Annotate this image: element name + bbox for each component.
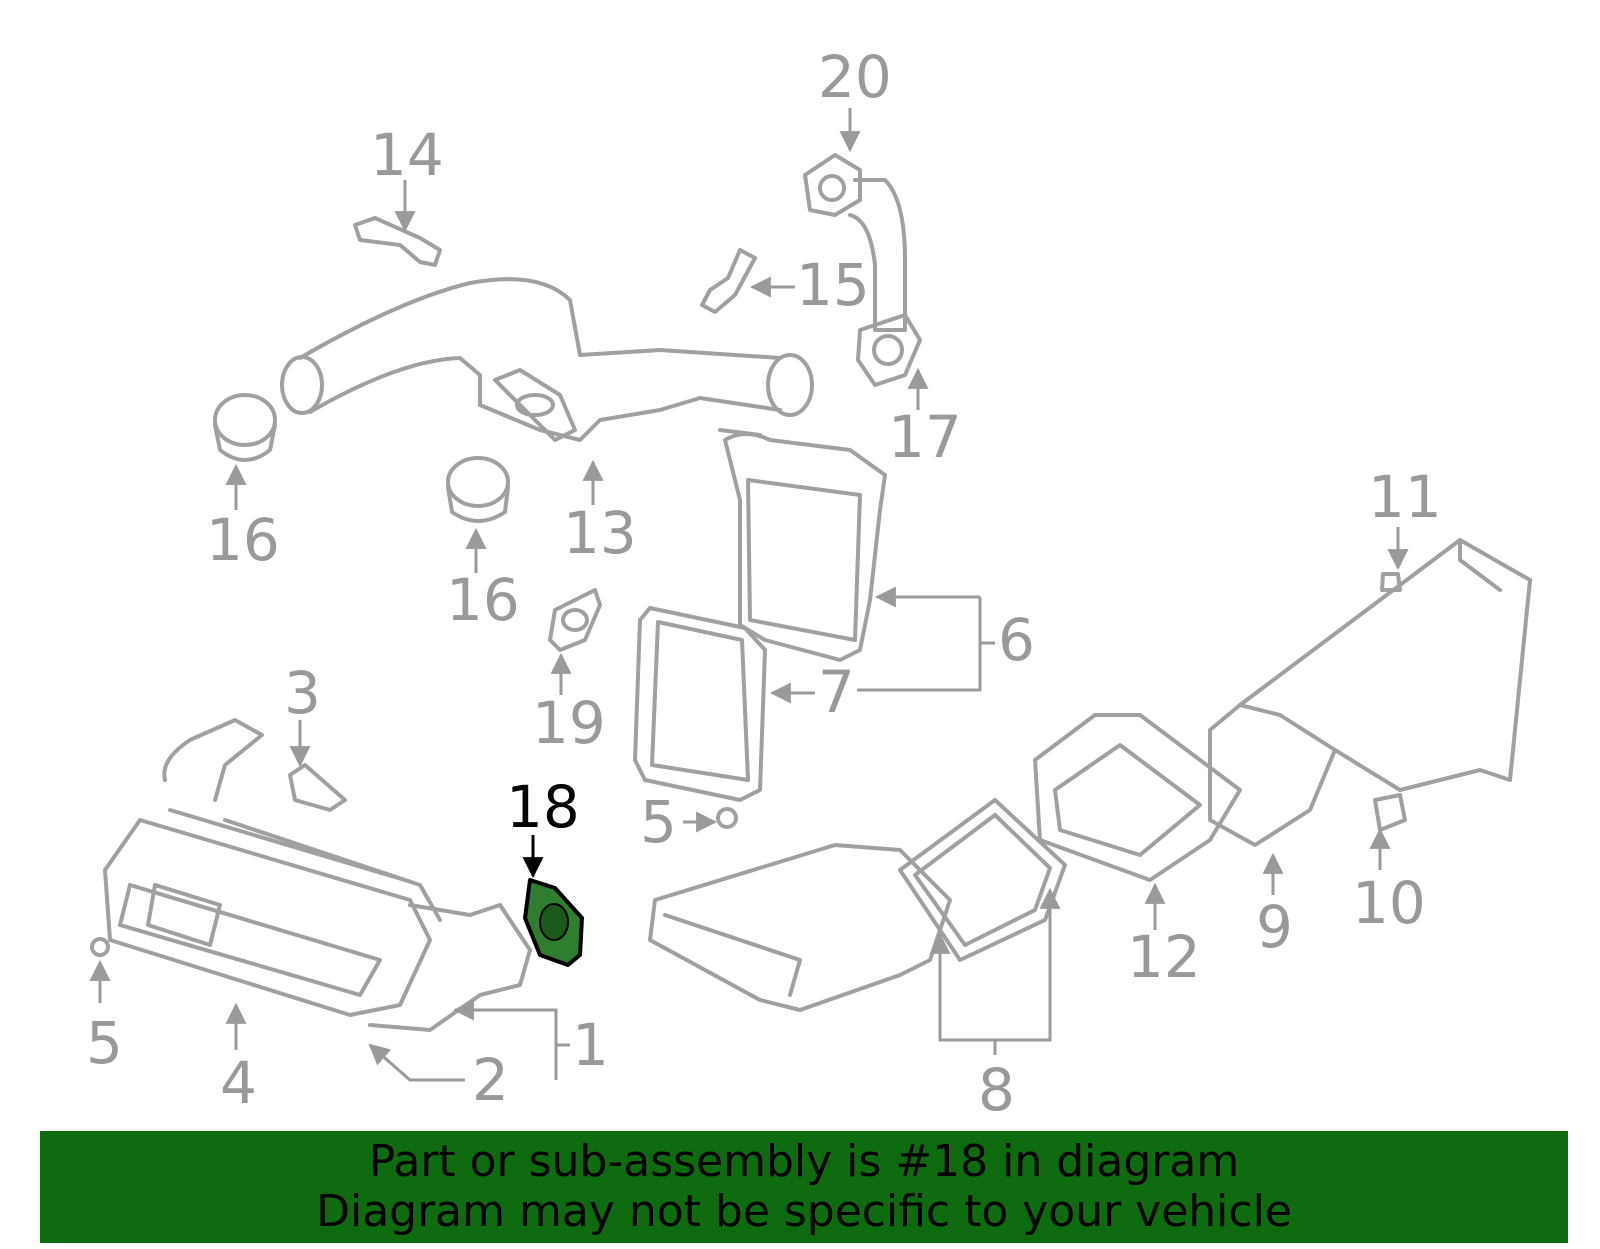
banner-line-1: Part or sub-assembly is #18 in diagram [368,1136,1240,1187]
part-12-filter [1033,713,1242,882]
part-15-bracket [700,248,757,314]
part-7-seal [633,606,767,802]
callout-9: 9 [1256,893,1293,961]
part-8-duct [648,798,1067,1012]
part-20-flange [803,153,907,332]
callout-5: 5 [640,788,677,856]
callout-7: 7 [818,658,855,726]
callout-4: 4 [220,1049,257,1117]
part-1-airbox-housing [368,903,532,1032]
part-9-duct [1208,538,1532,847]
part-11-grommet [1380,572,1402,592]
callout-1: 1 [572,1011,609,1079]
callout-13: 13 [563,499,637,567]
callout-2: 2 [472,1046,509,1114]
part-16-coupler-b [446,456,510,523]
part-19-gasket [548,588,602,652]
part-4-airbox [103,718,442,1017]
callout-17: 17 [888,403,962,471]
callout-15: 15 [796,251,870,319]
part-18-gasket-highlighted [523,878,584,967]
callout-14: 14 [370,121,444,189]
part-17-flange [856,313,922,387]
part-5-clip-b [716,807,738,829]
callout-19: 19 [532,689,606,757]
part-13-intake-pipe [280,277,814,442]
callout-8: 8 [978,1056,1015,1124]
part-14-bracket [353,216,442,267]
callout-16: 16 [206,506,280,574]
callout-18: 18 [506,773,580,841]
banner-line-2: Diagram may not be specific to your vehi… [316,1186,1292,1237]
part-6-intercooler [718,428,887,662]
callout-labels: 20 14 15 17 16 13 16 11 6 7 19 3 18 5 5 … [86,43,1442,1124]
info-banner: Part or sub-assembly is #18 in diagram D… [40,1131,1568,1243]
callout-10: 10 [1352,869,1426,937]
callout-5: 5 [86,1009,123,1077]
callout-20: 20 [818,43,892,111]
leader-lines [89,108,1409,1082]
callout-16: 16 [446,566,520,634]
part-16-coupler-a [213,393,277,462]
callout-3: 3 [284,659,321,727]
callout-11: 11 [1368,463,1442,531]
part-5-clip-a [90,937,110,957]
part-10-bracket [1373,793,1407,832]
part-3-bracket [288,763,347,812]
callout-6: 6 [998,606,1035,674]
callout-12: 12 [1127,923,1201,991]
